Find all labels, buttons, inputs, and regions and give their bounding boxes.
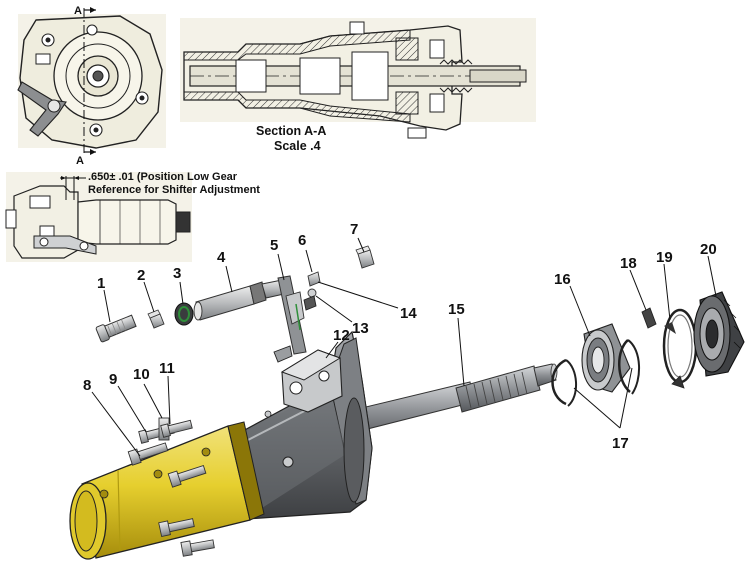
callout-15: 15 bbox=[448, 301, 465, 318]
end-view-drawing: A A bbox=[17, 5, 166, 167]
callout-5: 5 bbox=[270, 237, 278, 254]
key-part-18 bbox=[641, 307, 657, 329]
callout-16: 16 bbox=[554, 271, 571, 288]
yellow-cover bbox=[69, 421, 265, 560]
callout-9: 9 bbox=[109, 371, 117, 388]
callout-11: 11 bbox=[159, 360, 175, 377]
fasteners-parts-6-13-14 bbox=[303, 271, 321, 311]
adjustment-note-line-2: Reference for Shifter Adjustment bbox=[88, 184, 260, 196]
callout-6: 6 bbox=[298, 232, 306, 249]
callout-20: 20 bbox=[700, 241, 717, 258]
callout-3: 3 bbox=[173, 265, 181, 282]
bolt-part-1 bbox=[95, 314, 137, 343]
cover-bolts-part-8 bbox=[127, 442, 215, 557]
side-view-drawing: .650± .01 (Position Low Gear Reference f… bbox=[5, 171, 260, 262]
plug-part-7 bbox=[355, 245, 375, 269]
callout-14: 14 bbox=[400, 305, 417, 322]
adjustment-note-line-1: .650± .01 (Position Low Gear bbox=[88, 171, 238, 183]
snap-rings-part-17 bbox=[551, 339, 641, 407]
shifter-rod-part-4 bbox=[193, 279, 285, 321]
callout-18: 18 bbox=[620, 255, 637, 272]
callout-12: 12 bbox=[333, 327, 350, 344]
callout-17: 17 bbox=[612, 435, 629, 452]
seal-part-3 bbox=[174, 302, 194, 326]
section-scale: Scale .4 bbox=[274, 139, 321, 153]
callout-labels: 1 2 3 4 5 6 7 8 9 10 11 12 13 14 15 16 1… bbox=[83, 221, 717, 452]
callout-1: 1 bbox=[97, 275, 105, 292]
callout-8: 8 bbox=[83, 377, 91, 394]
clutch-hub-part-20 bbox=[671, 291, 745, 389]
main-housing bbox=[225, 330, 373, 521]
callout-19: 19 bbox=[656, 249, 673, 266]
bearing-part-16 bbox=[581, 323, 631, 393]
cut-marker-top: A bbox=[74, 5, 82, 17]
callout-10: 10 bbox=[133, 366, 150, 383]
nut-part-2 bbox=[147, 309, 165, 329]
callout-7: 7 bbox=[350, 221, 358, 238]
studs-parts-9-10-11 bbox=[138, 417, 193, 444]
section-title: Section A-A bbox=[256, 124, 326, 138]
section-a-a-drawing: Section A-A Scale .4 bbox=[180, 18, 536, 153]
callout-4: 4 bbox=[217, 249, 226, 266]
retaining-ring-part-19 bbox=[662, 308, 698, 384]
leader-lines bbox=[91, 237, 717, 457]
callout-13: 13 bbox=[352, 320, 369, 337]
shift-fork-part-5 bbox=[277, 275, 307, 355]
callout-2: 2 bbox=[137, 267, 145, 284]
cut-marker-bottom: A bbox=[76, 155, 84, 167]
